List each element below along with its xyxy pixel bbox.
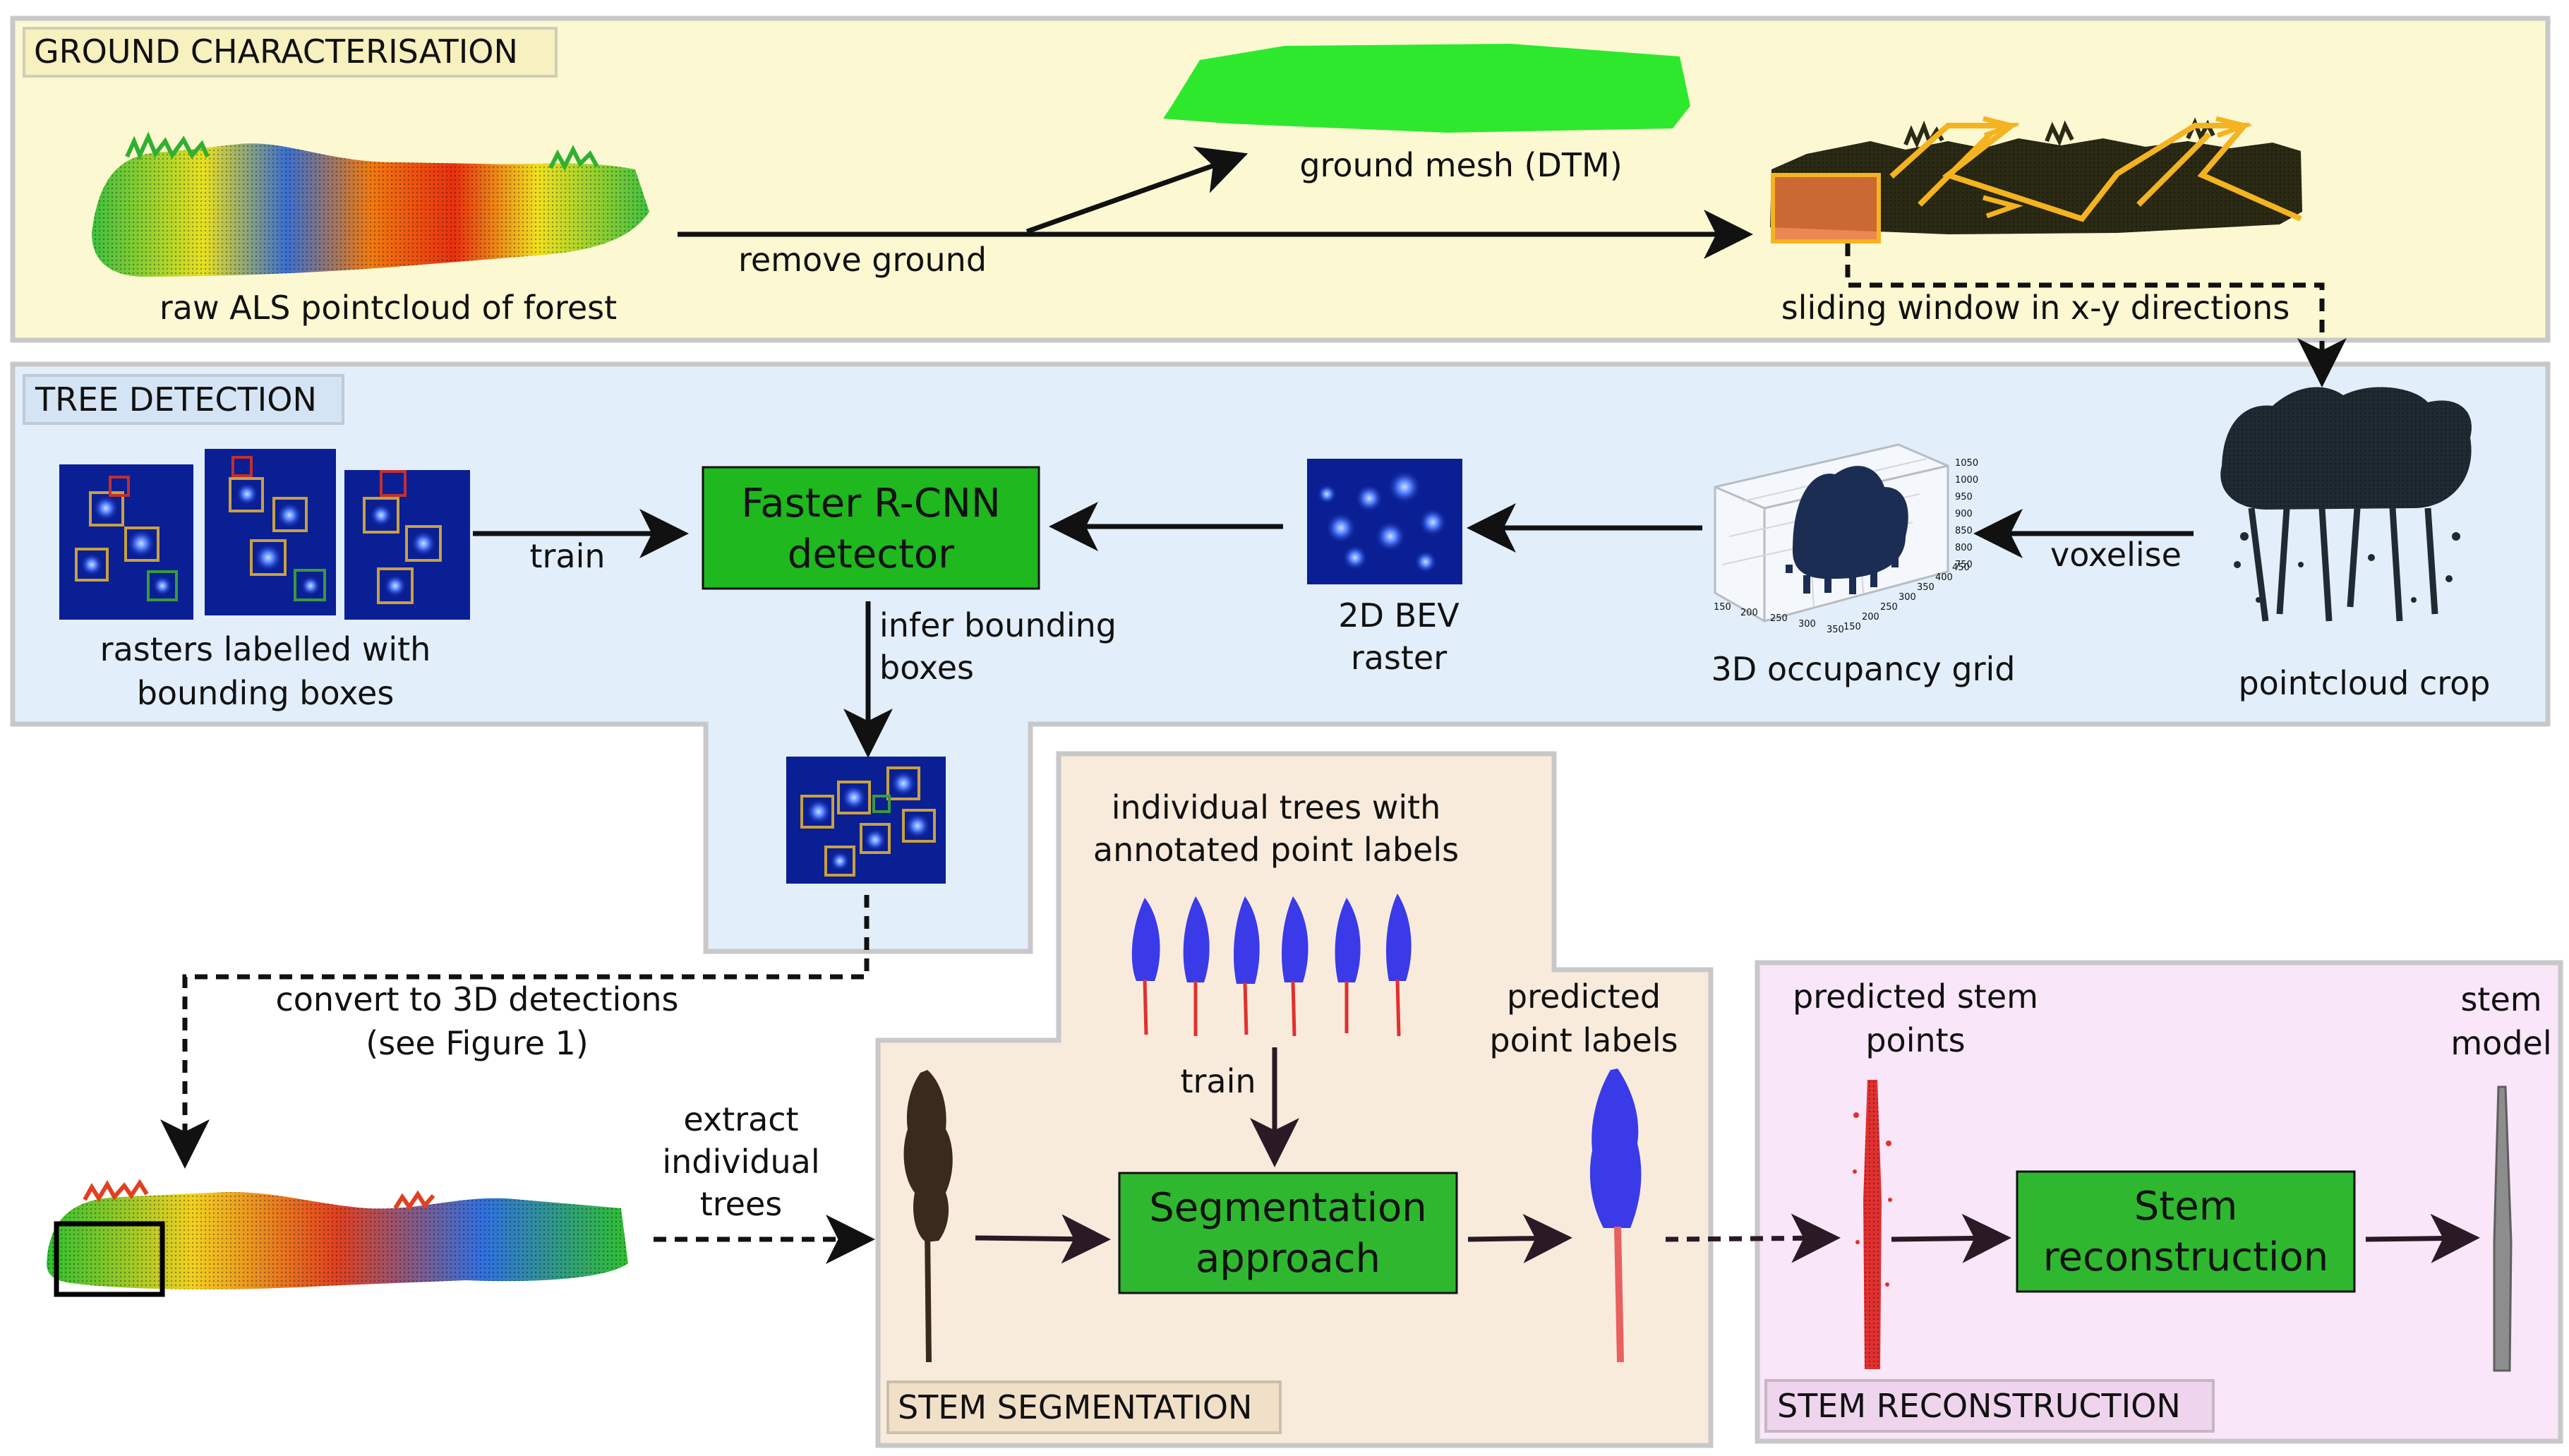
annotated-trees-image [1131,894,1412,1037]
convert-label-line2: (see Figure 1) [366,1024,588,1062]
stem-points-to-reconstruction-arrow [1891,1213,2011,1263]
sliding-window-box [1771,173,1881,243]
stem-reconstruction-box [2016,1170,2356,1293]
occ-y-tick-3: 300 [1899,592,1916,603]
stem-model-label-line2: model [2450,1024,2551,1062]
segmentation-section-tag [886,1380,1282,1434]
pointcloud-crop-image [2220,387,2472,622]
occ-x-tick-0: 150 [1714,602,1731,613]
detection-section-tag [23,374,344,425]
infer-label-line1: infer bounding [879,606,1117,644]
occ-z-tick-6: 750 [1955,560,1973,570]
stem-reconstruction-label-line2: reconstruction [2043,1234,2329,1280]
predicted-stem-points-image [1853,1080,1892,1369]
raw-als-label: raw ALS pointcloud of forest [160,289,617,327]
bev-label-line2: raster [1351,639,1447,677]
predicted-labels-tree-image [1589,1069,1642,1363]
inferred-raster-image [786,757,946,884]
occ-z-tick-4: 850 [1955,526,1973,536]
bev-raster-image [1307,459,1462,584]
rasters-label-line1: rasters labelled with [100,630,431,668]
occ-y-tick-6: 450 [1952,562,1970,573]
sliding-window-arrowheads [1983,116,2253,219]
occ-y-tick-5: 400 [1935,572,1953,583]
occ-z-tick-3: 900 [1955,509,1973,519]
faster-rcnn-label-line2: detector [788,531,955,577]
ground-section-title: GROUND CHARACTERISATION [34,32,518,71]
annotated-trees-label-line2: annotated point labels [1093,831,1459,869]
reconstruction-section-tag [1764,1379,2215,1433]
train-segmentation-label: train [1180,1062,1256,1100]
annotated-trees-label-line1: individual trees with [1112,788,1441,826]
occupancy-grid-image [1714,443,1949,622]
convert-label-line1: convert to 3D detections [275,980,678,1018]
predicted-stem-label-line2: points [1865,1021,1965,1059]
stem-reconstruction-label-line1: Stem [2134,1184,2238,1229]
occ-x-tick-4: 350 [1827,625,1844,635]
raw-als-pointcloud-image [92,131,649,277]
extract-selection-box [54,1221,165,1297]
tree-to-segmentation-arrow [975,1214,1111,1264]
occ-z-tick-1: 1000 [1955,475,1978,486]
ground-mesh-image [1163,44,1690,133]
occ-x-tick-1: 200 [1740,608,1758,618]
extract-label-line2: individual [662,1143,819,1181]
ground-mesh-label: ground mesh (DTM) [1299,146,1622,184]
ground-section-tag [23,27,558,78]
labelled-rasters-image [59,449,470,620]
remove-ground-label: remove ground [738,241,987,279]
occ-y-tick-4: 350 [1917,582,1935,593]
occ-y-tick-2: 250 [1880,602,1898,613]
sliding-window-label: sliding window in x-y directions [1781,289,2290,327]
occ-z-tick-5: 800 [1955,543,1973,553]
detection-section-title: TREE DETECTION [35,380,317,419]
occ-y-tick-0: 150 [1843,622,1861,632]
pointcloud-crop-label: pointcloud crop [2238,664,2490,702]
train-detector-label: train [529,537,605,575]
occupancy-grid-label: 3D occupancy grid [1711,650,2016,688]
detected-forest-pointcloud-image [47,1179,628,1289]
faster-rcnn-detector-box [702,466,1040,590]
occ-y-tick-1: 200 [1862,612,1879,622]
segmentation-section-title: STEM SEGMENTATION [898,1388,1252,1426]
occ-x-tick-3: 300 [1798,619,1816,630]
extracted-tree-image [903,1070,953,1363]
predicted-labels-label-line1: predicted [1507,977,1661,1016]
occ-x-tick-2: 250 [1770,613,1788,624]
faster-rcnn-label-line1: Faster R-CNN [741,481,1001,527]
segmentation-section-frame [875,751,1714,1448]
infer-label-line2: boxes [879,649,974,687]
segmentation-label-line2: approach [1196,1236,1380,1282]
occ-z-tick-0: 1050 [1955,458,1978,469]
stem-model-image [2493,1085,2513,1372]
segmentation-approach-box [1118,1172,1458,1294]
bev-label-line1: 2D BEV [1338,596,1460,634]
occupancy-grid-ticks: 1050 1000 950 900 850 800 750 150 200 25… [1714,458,1978,635]
to-crop-dashed-arrow [1845,243,2347,387]
occ-z-tick-2: 950 [1955,492,1973,503]
reconstruction-to-model-arrow [2365,1213,2480,1263]
segmentation-to-prediction-arrow [1467,1213,1572,1263]
predicted-labels-label-line2: point labels [1489,1021,1678,1059]
rasters-label-line2: bounding boxes [137,674,395,712]
predicted-stem-label-line1: predicted stem [1793,977,2038,1016]
convert-dashed-arrow [160,895,870,1169]
voxelise-label: voxelise [2050,536,2182,574]
segmentation-label-line1: Segmentation [1149,1185,1427,1231]
extract-label-line1: extract [683,1100,798,1138]
to-ground-mesh-arrow [1025,146,1249,234]
to-stem-points-dashed-arrow [1665,1213,1841,1263]
extract-label-line3: trees [700,1185,783,1223]
reconstruction-section-title: STEM RECONSTRUCTION [1777,1387,2181,1425]
stem-model-label-line1: stem [2460,980,2541,1018]
sliding-window-path [1889,123,2302,222]
